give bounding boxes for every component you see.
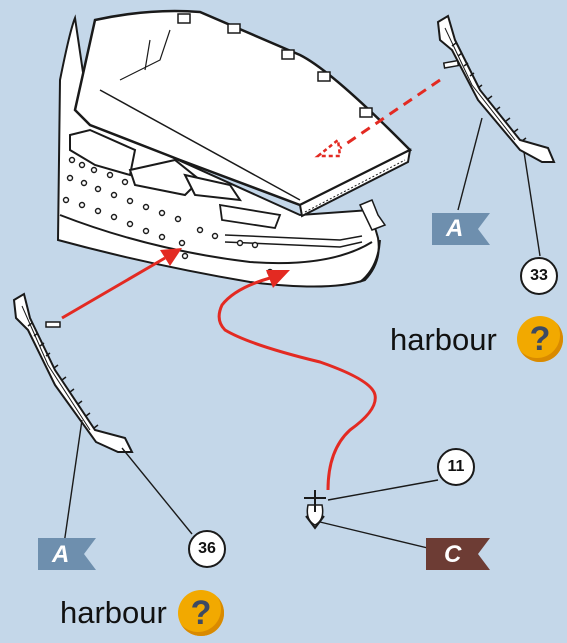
callout-33: 33: [520, 257, 558, 295]
flag-a-left-label: A: [52, 543, 69, 567]
ladder-right: [438, 16, 554, 162]
help-button-right[interactable]: ?: [517, 316, 563, 362]
question-icon: ?: [191, 596, 212, 630]
flag-a-right-label: A: [446, 217, 463, 241]
callout-11: 11: [437, 448, 475, 486]
harbour-label-left: harbour: [60, 597, 167, 628]
callout-36: 36: [188, 530, 226, 568]
harbour-label-right: harbour: [390, 324, 497, 355]
flag-c-label: C: [444, 543, 461, 567]
arrow-ladder-left: [62, 248, 182, 318]
question-icon: ?: [530, 322, 551, 356]
arrow-anchor: [219, 270, 375, 490]
ladder-left: [14, 294, 132, 452]
help-button-left[interactable]: ?: [178, 590, 224, 636]
